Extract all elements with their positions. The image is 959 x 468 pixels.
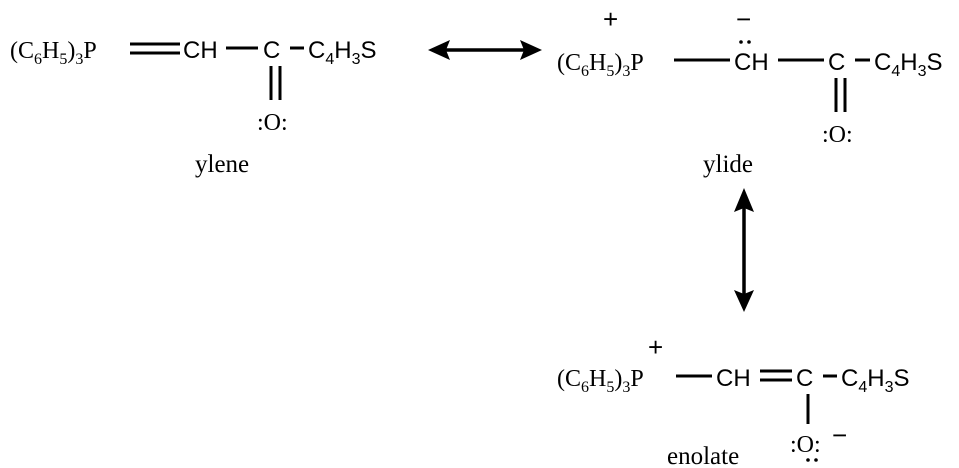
ylene-phosphorus-group: (C6H5)3P <box>10 38 97 68</box>
ylide-label: ylide <box>703 151 753 178</box>
enolate-enol-c: C <box>796 365 813 392</box>
enolate-phosphorus-charge: + <box>648 332 663 362</box>
ylide-phosphorus-group: (C6H5)3P <box>557 50 644 80</box>
ylide-carbonyl-c: C <box>828 49 845 76</box>
ylide-lone-pair-dot <box>739 40 743 44</box>
ylene-label: ylene <box>195 151 249 178</box>
enolate-oxygen-charge: − <box>832 420 847 450</box>
resonance-arrow-vertical <box>734 188 754 312</box>
enolate-ch: CH <box>716 365 751 392</box>
enolate-oxygen: :O: <box>790 432 821 458</box>
ylene-structure: (C6H5)3P CH C C4H3S :O: ylene <box>10 37 377 178</box>
enolate-lone-pair-dot <box>806 458 810 462</box>
ylene-oxygen: :O: <box>257 110 288 136</box>
ylide-substituent: C4H3S <box>874 49 943 80</box>
enolate-structure: + (C6H5)3P CH C C4H3S :O: − enolate <box>557 332 910 468</box>
enolate-phosphorus-group: (C6H5)3P <box>557 366 644 396</box>
ylide-structure: + (C6H5)3P − CH C C4H3S :O: ylide <box>557 4 943 178</box>
enolate-substituent: C4H3S <box>841 365 910 396</box>
resonance-arrow-horizontal <box>428 40 542 60</box>
ylide-carbanion-charge: − <box>736 4 751 34</box>
ylene-carbonyl-c: C <box>263 37 280 64</box>
ylide-oxygen: :O: <box>822 122 853 148</box>
ylene-substituent: C4H3S <box>308 37 377 68</box>
ylide-phosphorus-charge: + <box>603 4 618 34</box>
ylide-ch: CH <box>734 49 769 76</box>
ylene-ch: CH <box>183 37 218 64</box>
enolate-label: enolate <box>667 443 739 468</box>
enolate-lone-pair-dot <box>814 458 818 462</box>
ylide-lone-pair-dot <box>747 40 751 44</box>
